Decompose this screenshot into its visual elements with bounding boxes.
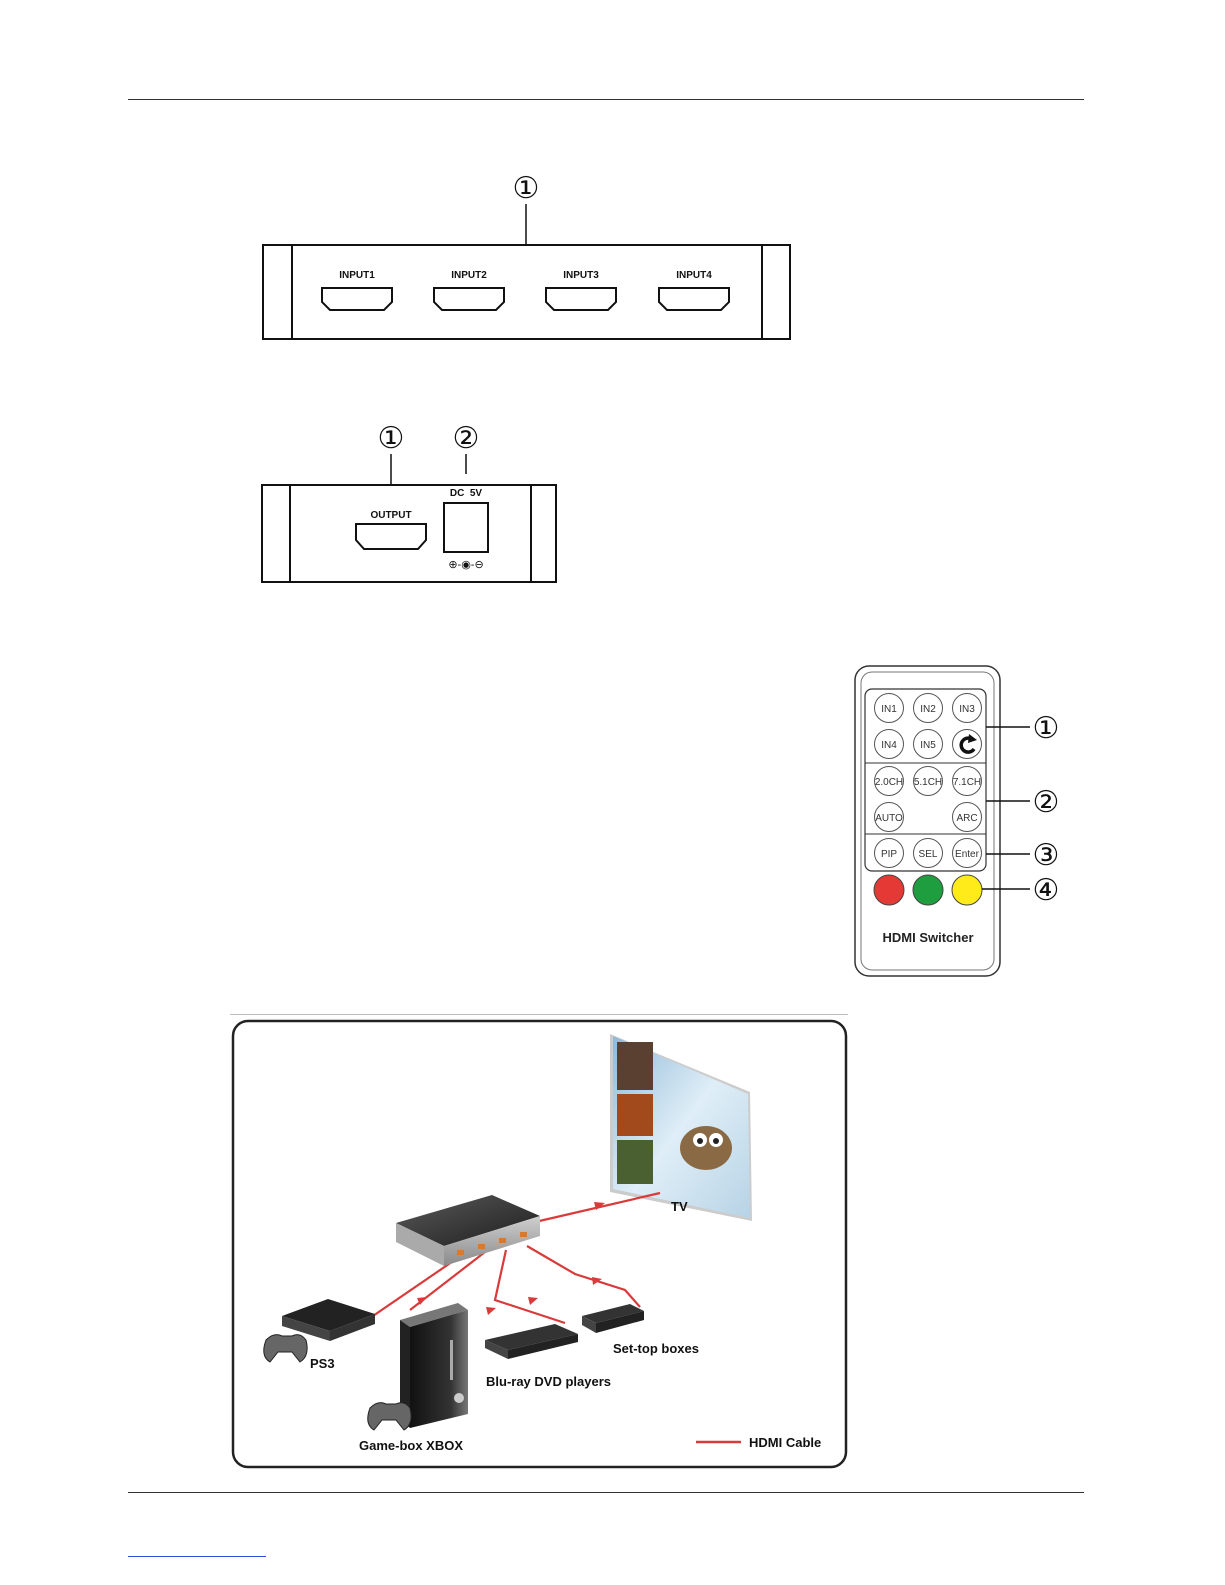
- svg-text:IN4: IN4: [881, 740, 897, 751]
- label-ps3: PS3: [310, 1356, 335, 1371]
- hdmi-port-icon[interactable]: [546, 288, 616, 310]
- svg-text:IN1: IN1: [881, 704, 897, 715]
- remote-brand: HDMI Switcher: [882, 930, 973, 945]
- hdmi-port-icon[interactable]: [322, 288, 392, 310]
- svg-text:Enter: Enter: [955, 849, 980, 860]
- footer-link-underline[interactable]: [128, 1556, 266, 1557]
- back-panel-diagram: ① ② OUTPUT DC 5V ⊕-◉-⊖: [255, 410, 565, 590]
- svg-text:2.0CH: 2.0CH: [875, 777, 903, 788]
- power-label: DC 5V: [450, 488, 483, 499]
- remote-button-yellow[interactable]: [952, 875, 982, 905]
- remote-button-cycle[interactable]: [953, 730, 982, 759]
- remote-button-red[interactable]: [874, 875, 904, 905]
- hdmi-port-icon[interactable]: [434, 288, 504, 310]
- label-tv: TV: [671, 1199, 688, 1214]
- connection-diagram: TV PS3 Game-box: [230, 1018, 852, 1472]
- svg-text:AUTO: AUTO: [875, 813, 903, 824]
- polarity-icon: ⊕-◉-⊖: [448, 559, 483, 571]
- dc-power-jack[interactable]: [444, 503, 488, 552]
- remote-callout-3: ③: [1033, 839, 1060, 872]
- hdmi-output-port-icon[interactable]: [356, 524, 426, 549]
- hdmi-port-icon[interactable]: [659, 288, 729, 310]
- svg-text:7.1CH: 7.1CH: [953, 777, 981, 788]
- output-label: OUTPUT: [370, 510, 411, 521]
- svg-text:5.1CH: 5.1CH: [914, 777, 942, 788]
- remote-row-5: PIP SEL Enter: [875, 839, 982, 868]
- remote-color-buttons: [874, 875, 982, 905]
- svg-text:IN2: IN2: [920, 704, 936, 715]
- remote-button-green[interactable]: [913, 875, 943, 905]
- remote-row-3: 2.0CH 5.1CH 7.1CH: [875, 767, 982, 796]
- remote-row-2: IN4 IN5: [875, 730, 982, 759]
- label-xbox: Game-box XBOX: [359, 1438, 463, 1453]
- svg-text:ARC: ARC: [956, 813, 977, 824]
- connection-top-rule: [230, 1014, 848, 1015]
- port-label-input4: INPUT4: [676, 270, 712, 281]
- back-callout-2: ②: [453, 422, 480, 455]
- remote-control-diagram: IN1 IN2 IN3 IN4 IN5 2.0CH 5.1CH 7.1CH AU…: [850, 660, 1070, 985]
- remote-row-1: IN1 IN2 IN3: [875, 694, 982, 723]
- footer-rule: [128, 1492, 1084, 1493]
- label-bluray: Blu-ray DVD players: [486, 1374, 611, 1389]
- svg-text:IN5: IN5: [920, 740, 936, 751]
- svg-text:IN3: IN3: [959, 704, 975, 715]
- remote-callout-4: ④: [1033, 874, 1060, 907]
- svg-text:SEL: SEL: [919, 849, 938, 860]
- back-callout-1: ①: [378, 422, 405, 455]
- remote-callout-2: ②: [1033, 786, 1060, 819]
- port-label-input2: INPUT2: [451, 270, 487, 281]
- svg-text:PIP: PIP: [881, 849, 897, 860]
- legend-hdmi-cable-label: HDMI Cable: [749, 1435, 821, 1450]
- label-stb: Set-top boxes: [613, 1341, 699, 1356]
- connection-frame: [233, 1021, 846, 1467]
- front-callout-1: ①: [513, 172, 540, 205]
- remote-callout-1: ①: [1033, 712, 1060, 745]
- front-panel-diagram: ① INPUT1 INPUT2 INPUT3 INPUT4: [255, 160, 800, 350]
- port-label-input3: INPUT3: [563, 270, 599, 281]
- header-rule: [128, 99, 1084, 100]
- port-label-input1: INPUT1: [339, 270, 375, 281]
